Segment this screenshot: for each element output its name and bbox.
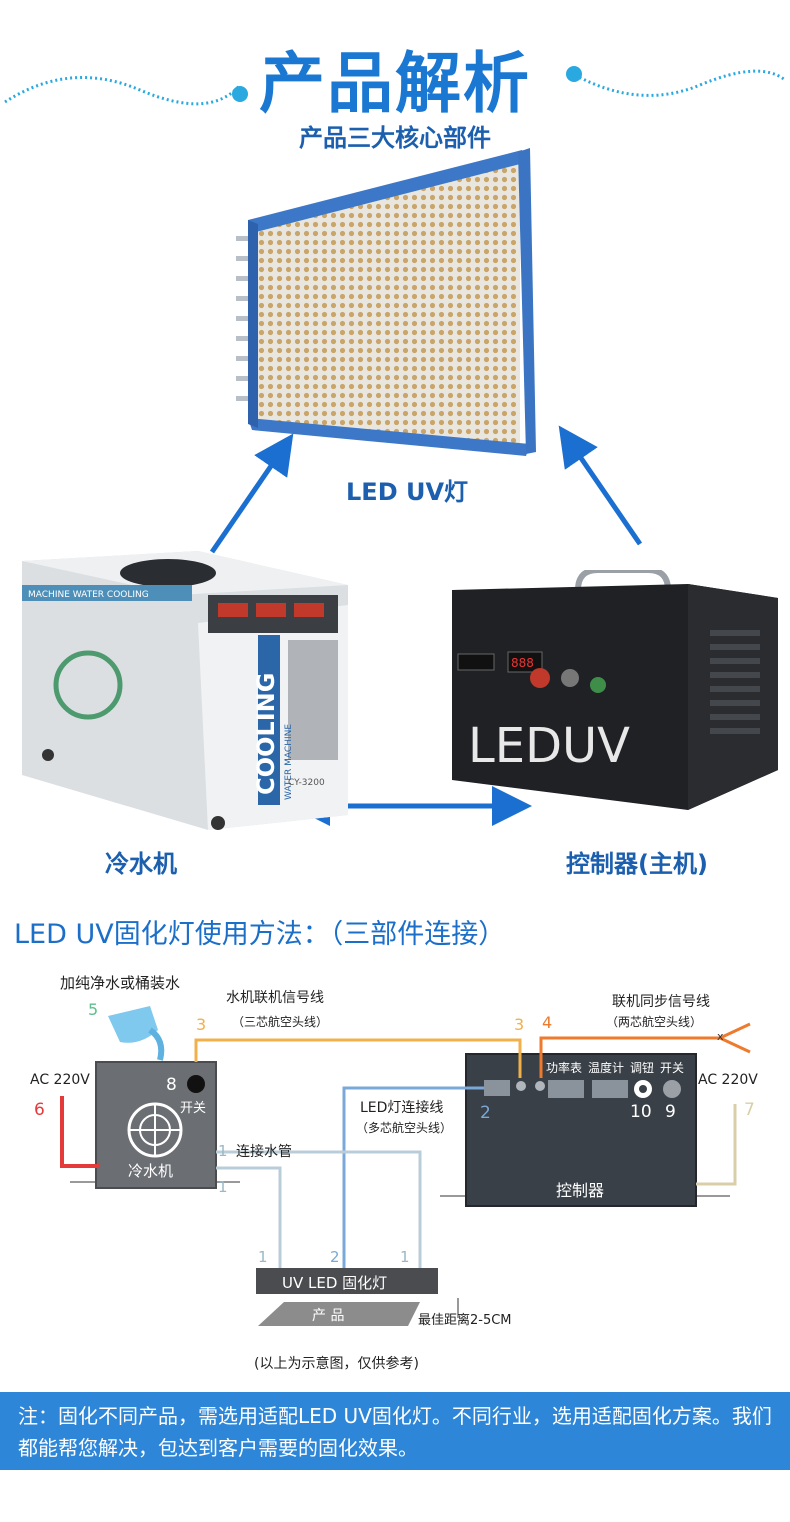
chiller-image: COOLING WATER MACHINE CY-3200 MACHINE WA… — [22, 551, 348, 830]
ctrl-switch-text: 开关 — [660, 1061, 684, 1075]
add-water-text: 加纯净水或桶装水 — [60, 974, 180, 992]
sync-cable-text: 联机同步信号线 — [612, 994, 710, 1010]
x-mark: x — [717, 1030, 724, 1043]
ctrl-temp-text: 温度计 — [588, 1060, 624, 1075]
controller-label: 控制器(主机) — [566, 850, 708, 878]
num-7: 7 — [744, 1100, 755, 1120]
chiller-switch-text: 开关 — [180, 1101, 206, 1116]
num-1b: 1 — [218, 1178, 228, 1196]
led-cable-text: LED灯连接线 — [360, 1099, 443, 1116]
num-2b: 2 — [330, 1248, 340, 1266]
sync-cable-sub-text: （两芯航空头线） — [606, 1014, 702, 1029]
num-1a: 1 — [218, 1142, 228, 1160]
num-2a: 2 — [480, 1103, 491, 1123]
product-name-text: 产 品 — [312, 1308, 344, 1324]
num-10: 10 — [630, 1102, 652, 1122]
signal-cable-sub-text: （三芯航空头线） — [232, 1014, 328, 1029]
disclaimer-text: (以上为示意图，仅供参考) — [254, 1355, 419, 1372]
num-9: 9 — [665, 1102, 676, 1122]
num-1d: 1 — [400, 1248, 410, 1266]
chiller-name-text: 冷水机 — [128, 1162, 173, 1180]
chiller-model-text: CY-3200 — [288, 778, 325, 788]
num-6: 6 — [34, 1100, 45, 1120]
water-pipe-text: 连接水管 — [236, 1143, 292, 1160]
num-5: 5 — [88, 1000, 98, 1019]
lamp-label: LED UV灯 — [346, 478, 469, 506]
connection-diagram: 加纯净水或桶装水 5 水机联机信号线 （三芯航空头线） 联机同步信号线 （两芯航… — [30, 974, 758, 1372]
chiller-band-text: MACHINE WATER COOLING — [28, 590, 149, 600]
signal-cable-text: 水机联机信号线 — [226, 990, 324, 1006]
ctrl-knob-text: 调钮 — [630, 1060, 654, 1075]
num-3b: 3 — [514, 1015, 524, 1034]
chiller-sub-text: WATER MACHINE — [284, 724, 294, 800]
page-title: 产品解析 — [259, 45, 531, 122]
header-wave-decor — [4, 66, 786, 106]
ctrl-meter-text: 功率表 — [546, 1060, 582, 1075]
chiller-label: 冷水机 — [105, 850, 177, 878]
page-subtitle: 产品三大核心部件 — [299, 124, 491, 152]
controller-brand-text: LEDUV — [468, 718, 630, 774]
chiller-cooling-text: COOLING — [252, 673, 280, 795]
controller-image: 888 LEDUV — [452, 570, 778, 810]
note-banner: 注：固化不同产品，需选用适配LED UV固化灯。不同行业，选用适配固化方案。我们… — [0, 1392, 790, 1470]
ctrl-name-text: 控制器 — [556, 1181, 604, 1200]
usage-title: LED UV固化灯使用方法：（三部件连接） — [14, 919, 506, 950]
distance-text: 最佳距离2-5CM — [418, 1312, 512, 1328]
led-uv-lamp-image — [236, 148, 536, 456]
led-cable-sub-text: （多芯航空头线） — [356, 1120, 452, 1135]
ac-left-text: AC 220V — [30, 1072, 90, 1088]
svg-text:888: 888 — [511, 656, 534, 670]
num-8: 8 — [166, 1075, 177, 1095]
ac-right-text: AC 220V — [698, 1072, 758, 1088]
num-4: 4 — [542, 1013, 552, 1032]
lamp-name-text: UV LED 固化灯 — [282, 1274, 387, 1292]
num-3a: 3 — [196, 1015, 206, 1034]
num-1c: 1 — [258, 1248, 268, 1266]
